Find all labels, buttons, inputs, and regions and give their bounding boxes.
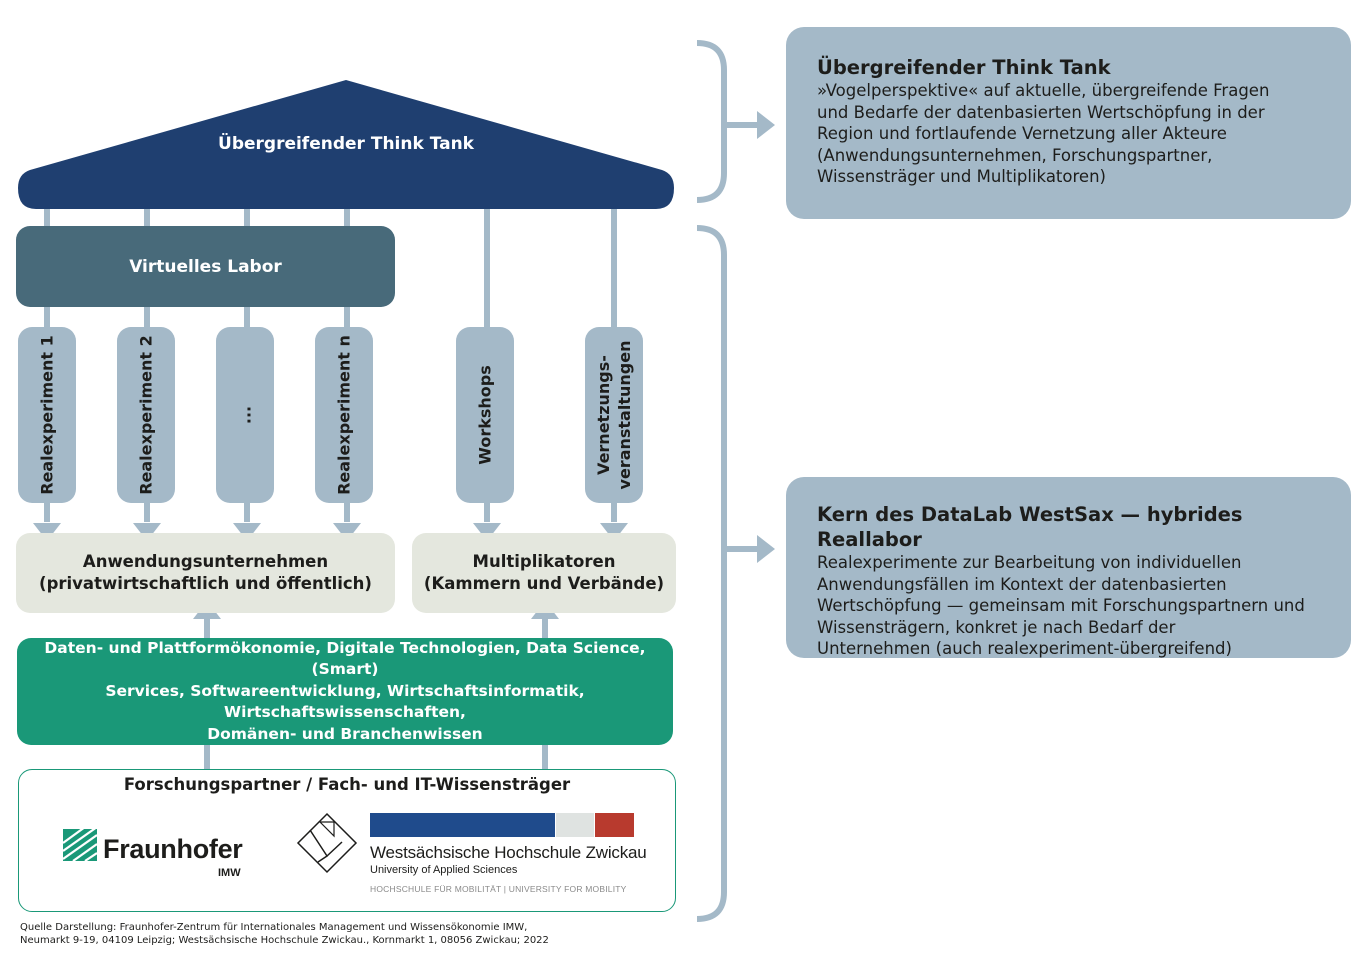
fraunhofer-logo-icon <box>63 829 97 861</box>
fraunhofer-name: Fraunhofer <box>103 834 243 864</box>
think-tank-description: Übergreifender Think Tank »Vogelperspekt… <box>786 27 1351 219</box>
whz-name: Westsächsische Hochschule Zwickau <box>370 843 647 862</box>
desc-line: Anwendungsfällen im Kontext der datenbas… <box>817 574 1227 594</box>
desc-line: Wissensträgern, konkret je nach Bedarf d… <box>817 617 1176 637</box>
knowledge-line1: Daten- und Plattformökonomie, Digitale T… <box>44 638 646 679</box>
pill-label-line1: Vernetzungs- <box>594 355 613 475</box>
reallabor-desc-title: Kern des DataLab WestSax — hybrides Real… <box>817 503 1243 551</box>
pill-realexperiment-2: Realexperiment 2 <box>117 327 175 503</box>
desc-line: Unternehmen (auch realexperiment-übergre… <box>817 639 1232 658</box>
knowledge-box: Daten- und Plattformökonomie, Digitale T… <box>17 638 673 745</box>
multipliers-line2: (Kammern und Verbände) <box>423 574 665 593</box>
multipliers-box: Multiplikatoren (Kammern und Verbände) <box>412 533 676 613</box>
reallabor-description: Kern des DataLab WestSax — hybrides Real… <box>786 477 1351 658</box>
pill-workshops: Workshops <box>456 327 514 503</box>
think-tank-desc-title: Übergreifender Think Tank <box>817 56 1111 79</box>
virtual-lab-box: Virtuelles Labor <box>16 226 395 307</box>
think-tank-label: Übergreifender Think Tank <box>218 134 474 154</box>
companies-line1: Anwendungsunternehmen <box>82 552 329 571</box>
desc-line: und Bedarfe der datenbasierten Wertschöp… <box>817 102 1265 122</box>
whz-tagline: HOCHSCHULE FÜR MOBILITÄT | UNIVERSITY FO… <box>370 884 627 894</box>
source-line2: Neumarkt 9-19, 04109 Leipzig; Westsächsi… <box>20 935 549 946</box>
desc-line: Realexperimente zur Bearbeitung von indi… <box>817 553 1242 572</box>
pill-label: Realexperiment 2 <box>136 335 156 495</box>
pill-realexperiment-n: Realexperiment n <box>315 327 373 503</box>
desc-line: Region und fortlaufende Vernetzung aller… <box>817 124 1227 143</box>
virtual-lab-label: Virtuelles Labor <box>129 256 282 277</box>
pill-label: Realexperiment 1 <box>37 335 57 495</box>
pill-label: Vernetzungs- veranstaltungen <box>593 341 635 490</box>
desc-line: Wertschöpfung — gemeinsam mit Forschungs… <box>817 596 1305 615</box>
companies-line2: (privatwirtschaftlich und öffentlich) <box>39 574 372 593</box>
pill-label: ... <box>235 405 255 425</box>
whz-color-bar <box>370 813 634 837</box>
desc-line: (Anwendungsunternehmen, Forschungspartne… <box>817 145 1213 165</box>
pill-label: Realexperiment n <box>334 335 354 495</box>
pill-label-line2: veranstaltungen <box>615 340 634 490</box>
partners-title: Forschungspartner / Fach- und IT-Wissens… <box>123 775 571 794</box>
pill-ellipsis: ... <box>216 327 274 503</box>
pill-realexperiment-1: Realexperiment 1 <box>18 327 76 503</box>
knowledge-line2: Services, Softwareentwicklung, Wirtschaf… <box>105 681 585 722</box>
companies-box: Anwendungsunternehmen (privatwirtschaftl… <box>16 533 395 613</box>
knowledge-line3: Domänen- und Branchenwissen <box>207 724 483 743</box>
fraunhofer-unit: IMW <box>218 867 241 879</box>
multipliers-line1: Multiplikatoren <box>472 552 616 571</box>
whz-subtitle: University of Applied Sciences <box>370 864 518 876</box>
partners-box: Forschungspartner / Fach- und IT-Wissens… <box>18 769 676 912</box>
source-note: Quelle Darstellung: Fraunhofer-Zentrum f… <box>20 921 549 947</box>
whz-diamond-logo-icon <box>296 812 358 874</box>
desc-line: »Vogelperspektive« auf aktuelle, übergre… <box>817 81 1270 100</box>
pill-label: Workshops <box>475 365 495 465</box>
desc-line: Wissensträger und Multiplikatoren) <box>817 167 1106 186</box>
pill-vernetzung: Vernetzungs- veranstaltungen <box>585 327 643 503</box>
source-line1: Quelle Darstellung: Fraunhofer-Zentrum f… <box>20 922 528 933</box>
